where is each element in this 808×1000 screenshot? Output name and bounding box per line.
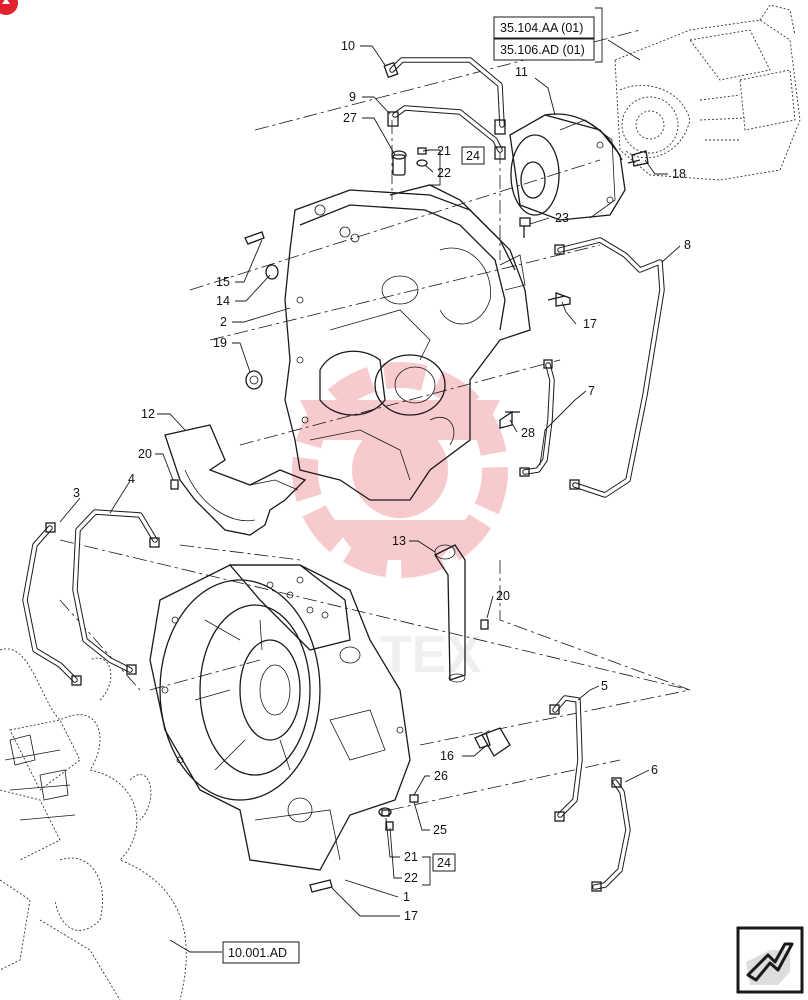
callout-18: 18 [672,167,686,181]
callout-23: 23 [555,211,569,225]
callout-16: 16 [440,749,454,763]
pipe-part-8 [557,237,665,498]
callout-3: 3 [73,486,80,500]
callout-20-left: 20 [138,447,152,461]
callout-26: 26 [434,769,448,783]
cover-plate-part-12 [164,424,307,536]
callout-17-top: 17 [583,317,597,331]
callout-2: 2 [220,315,227,329]
transmission-housing-part-1 [149,564,411,871]
leader-lines [59,7,681,953]
engine-reference-sketch [0,648,187,1000]
callout-22-top: 22 [437,166,451,180]
callout-14: 14 [216,294,230,308]
callout-13: 13 [392,534,406,548]
svg-text:10.001.AD[interactable]: 10.001.AD [228,946,287,960]
pipe-part-3 [22,525,78,683]
callout-7: 7 [588,384,595,398]
callout-12: 12 [141,407,155,421]
callout-19: 19 [213,336,227,350]
pipe-part-7 [522,362,555,475]
callout-11: 11 [515,65,528,79]
callout-15: 15 [216,275,230,289]
hydraulic-pump-reference [614,4,801,181]
corner-badge-icon [0,0,18,15]
callout-labels: 10 9 27 21 22 11 18 23 8 17 7 28 15 14 2… [73,39,691,923]
pipe-part-10 [389,57,505,128]
next-page-arrow-icon[interactable] [736,926,804,994]
callout-4: 4 [128,472,135,486]
callout-28: 28 [521,426,535,440]
watermark-logo: TEX [292,362,508,684]
reference-link-pump-2[interactable]: 35.106.AD (01) [493,38,595,61]
callout-25: 25 [433,823,447,837]
callout-22-bottom: 22 [404,871,418,885]
callout-8: 8 [684,238,691,252]
callout-20-right: 20 [496,589,510,603]
svg-text:24: 24 [437,856,451,870]
group-box-24-top: 24 [461,146,485,165]
svg-text:35.106.AD (01)[interactable]: 35.106.AD (01) [500,43,585,57]
callout-17-bottom: 17 [404,909,418,923]
pipe-part-6 [592,779,631,890]
pump-adapter-part-11 [509,113,626,221]
callout-9: 9 [349,90,356,104]
watermark-text: TEX [380,626,481,684]
callout-10: 10 [341,39,355,53]
svg-text:35.104.AA (01)[interactable]: 35.104.AA (01) [500,21,583,35]
callout-5: 5 [601,679,608,693]
callout-21-top: 21 [437,144,451,158]
pipe-part-9 [392,105,503,153]
reference-link-pump-1[interactable]: 35.104.AA (01) [493,16,595,39]
pipe-part-5 [552,695,583,818]
pipe-part-4 [72,509,158,673]
callout-6: 6 [651,763,658,777]
svg-text:24: 24 [466,149,480,163]
group-box-24-bottom: 24 [432,853,456,872]
transmission-housing-part-2 [284,184,531,501]
small-hardware [45,61,649,893]
callout-21-bottom: 21 [404,850,418,864]
callout-27: 27 [343,111,357,125]
reference-link-engine[interactable]: 10.001.AD [222,941,300,964]
callout-1: 1 [403,890,410,904]
